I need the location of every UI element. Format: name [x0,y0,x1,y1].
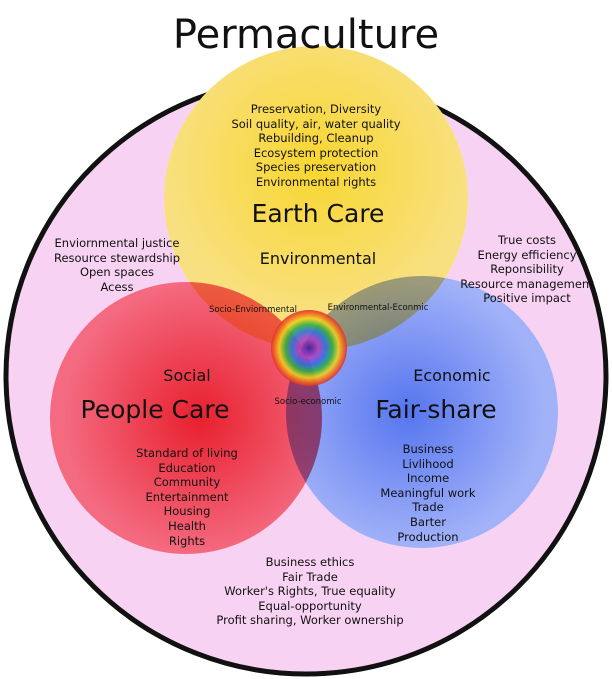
list-item: Education [158,460,216,475]
socio-economic-label: Socio-economic [274,397,342,407]
socio-environmental-list: Enviornmental justice Resource stewardsh… [54,236,180,294]
list-item: Trade [412,500,444,515]
list-item: Profit sharing, Worker ownership [216,613,404,628]
list-item: Community [153,475,221,490]
list-item: Rights [168,533,206,548]
earth-care-circle [164,46,468,350]
environmental-economic-label: Environmental-Econmic [327,303,429,313]
earth-care-list: Preservation, Diversity Soil quality, ai… [231,102,400,190]
people-care-subheading: Social [163,366,211,385]
earth-care-subheading: Environmental [259,249,377,268]
list-item: True costs [498,233,556,247]
list-item: Business ethics [265,555,355,569]
people-care-heading: People Care [80,395,230,424]
list-item: Fair Trade [282,569,338,584]
list-item: Soil quality, air, water quality [231,116,401,131]
list-item: Resource management [460,276,594,291]
list-item: Production [397,529,459,544]
earth-care-heading: Earth Care [251,199,385,228]
list-item: Entertainment [145,489,229,504]
center-rainbow [271,310,347,386]
list-item: Housing [163,504,211,519]
list-item: Health [168,518,206,533]
list-item: Rebuilding, Cleanup [258,131,374,146]
list-item: Positive impact [483,291,571,306]
list-item: Energy efficiency [477,247,577,262]
fair-share-circle [286,276,558,548]
list-item: Environmental rights [255,174,377,189]
socio-economic-list: Business ethics Fair Trade Worker's Righ… [216,555,403,628]
list-item: Enviornmental justice [54,236,180,250]
list-item: Income [406,471,450,486]
environmental-economic-list: True costs Energy efficiency Reponsibili… [460,233,593,306]
fair-share-subheading: Economic [413,366,491,385]
list-item: Equal-opportunity [258,598,362,613]
list-item: Species preservation [255,160,377,175]
list-item: Standard of living [136,446,238,460]
page-title: Permaculture [172,12,440,58]
list-item: Livlihood [402,456,454,471]
people-care-circle [50,282,322,554]
fair-share-heading: Fair-share [375,395,497,424]
list-item: Reponsibility [490,262,564,277]
list-item: Preservation, Diversity [250,102,382,116]
list-item: Meaningful work [380,485,476,500]
list-item: Open spaces [79,265,155,280]
fair-share-list: Business Livlihood Income Meaningful wor… [380,442,475,544]
list-item: Ecosystem protection [253,145,379,160]
list-item: Acess [100,279,134,294]
list-item: Barter [410,514,446,529]
people-care-list: Standard of living Education Community E… [136,446,238,548]
socio-environmental-label: Socio-Enviornmental [209,305,297,315]
list-item: Worker's Rights, True equality [224,584,396,599]
list-item: Business [402,442,454,456]
list-item: Resource stewardship [53,250,181,265]
